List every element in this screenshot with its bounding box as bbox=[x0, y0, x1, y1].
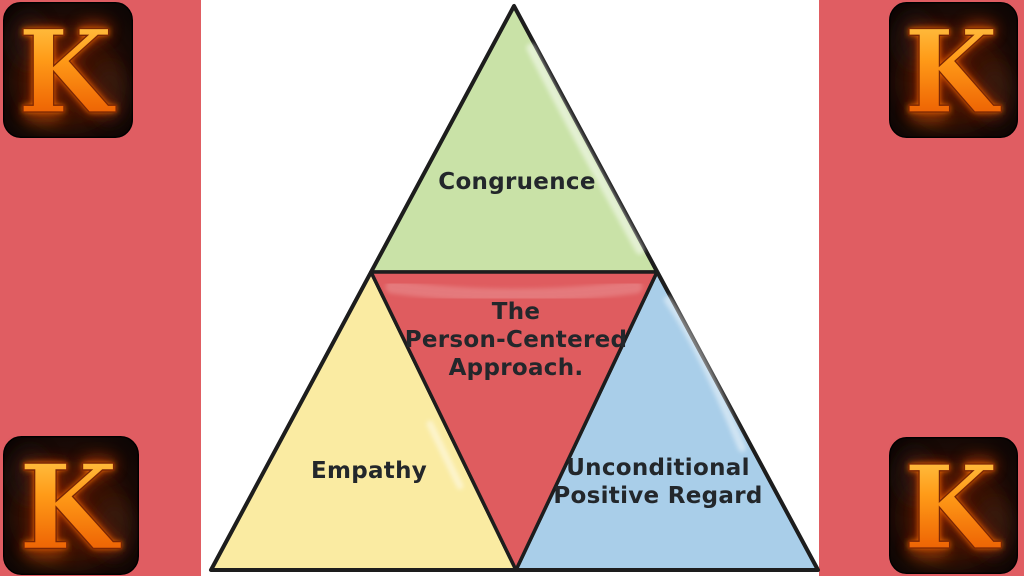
congruence-label: Congruence bbox=[438, 169, 596, 195]
yellow-gloss-highlight bbox=[426, 420, 464, 490]
green-gloss-highlight bbox=[526, 43, 645, 255]
empathy-label: Empathy bbox=[310, 458, 428, 484]
center-approach-line-1: The bbox=[491, 299, 541, 325]
blue-gloss-highlight bbox=[664, 296, 746, 452]
outer-triangle-outline bbox=[209, 4, 820, 572]
upr-line-1: Unconditional bbox=[566, 455, 750, 481]
red-gloss-highlight bbox=[385, 280, 643, 302]
center-approach-triangle bbox=[369, 270, 659, 572]
center-approach-label: The Person-Centered Approach. bbox=[405, 298, 628, 382]
congruence-triangle bbox=[369, 4, 659, 274]
unconditional-positive-regard-label: Unconditional Positive Regard bbox=[553, 454, 762, 510]
center-approach-line-3: Approach. bbox=[448, 355, 584, 381]
upr-line-2: Positive Regard bbox=[553, 483, 763, 509]
center-approach-line-2: Person-Centered bbox=[404, 327, 628, 353]
